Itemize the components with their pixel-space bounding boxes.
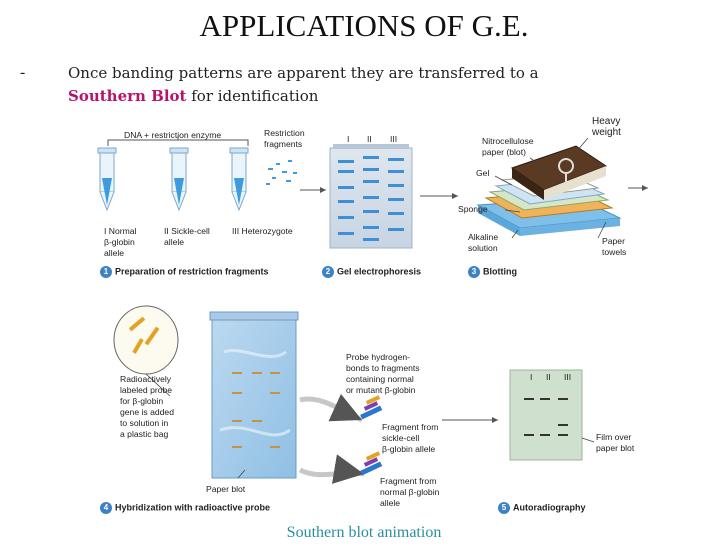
heavy-weight-line1: Heavy <box>592 116 621 127</box>
probe-desc-line1: Radioactively <box>120 374 172 384</box>
probe-bonds-label: Probe hydrogen- bonds to fragments conta… <box>346 352 420 396</box>
lane-numeral-3: III <box>390 134 398 144</box>
lane-numeral-1: I <box>347 134 350 144</box>
nitrocellulose-label: Nitrocellulose paper (blot) <box>482 136 534 158</box>
alkaline-line2: solution <box>468 243 498 253</box>
film-lane-numeral-3: III <box>564 372 572 382</box>
tube-normal <box>97 147 117 212</box>
film-label: Film over paper blot <box>596 432 634 454</box>
film-bands <box>524 398 568 436</box>
paper-towels-line2: towels <box>602 247 627 257</box>
dna-enzyme-label: DNA + restriction enzyme <box>124 130 222 140</box>
normal-fragment-label: Fragment from normal β-globin allele <box>380 476 439 509</box>
tube-normal-line2: β-globin <box>104 237 135 247</box>
probe-description-label: Radioactively labeled probe for β-globin… <box>120 374 174 440</box>
bullet-text-line1: Once banding patterns are apparent they … <box>68 64 539 82</box>
heavy-weight-line2: weight <box>592 127 621 138</box>
arrow-bag-to-sickle <box>299 393 364 423</box>
probe-dish <box>113 305 179 375</box>
nitrocellulose-line2: paper (blot) <box>482 147 526 157</box>
probe-desc-line5: to solution in <box>120 418 169 428</box>
step-2-label: Gel electrophoresis <box>337 266 422 277</box>
tube-bracket <box>107 136 249 146</box>
gel-label: Gel <box>476 168 490 178</box>
restriction-fragments-line1: Restriction <box>264 128 305 138</box>
step-5-label: Autoradiography <box>513 502 586 513</box>
gel-bands <box>338 156 404 241</box>
step-2-number: 2 <box>322 266 334 278</box>
step-1-label: Preparation of restriction fragments <box>115 266 269 277</box>
normal-fragment-line3: allele <box>380 498 401 508</box>
heavy-weight-label: Heavy weight <box>592 116 621 138</box>
tube-label-normal: I Normal β-globin allele <box>104 226 136 259</box>
probe-bonds-line4: or mutant β-globin <box>346 385 416 395</box>
nitrocellulose-line1: Nitrocellulose <box>482 136 534 146</box>
southern-blot-animation-link[interactable]: Southern blot animation <box>286 524 442 541</box>
paper-blot-label: Paper blot <box>206 484 246 494</box>
tube-label-sickle: II Sickle-cell allele <box>164 226 210 248</box>
alkaline-line1: Alkaline <box>468 232 499 242</box>
probe-pointer <box>145 373 171 397</box>
tube-sickle-line2: allele <box>164 237 185 247</box>
film-line1: Film over <box>596 432 632 442</box>
tube-heterozygote <box>229 147 249 212</box>
film-line2: paper blot <box>596 443 635 453</box>
blotting-apparatus <box>476 145 622 236</box>
restriction-fragments-label: Restriction fragments <box>264 128 305 150</box>
step-5-number: 5 <box>498 502 510 514</box>
probe-desc-line3: for β-globin <box>120 396 164 406</box>
probe-bonds-line3: containing normal <box>346 374 414 384</box>
probe-bonds-line2: bonds to fragments <box>346 363 420 373</box>
normal-fragment-binding <box>360 451 383 476</box>
sickle-fragment-line3: β-globin allele <box>382 444 436 454</box>
normal-fragment-line1: Fragment from <box>380 476 437 486</box>
bullet-marker: - <box>20 64 26 81</box>
sickle-fragment-binding <box>360 395 383 420</box>
film-lane-numeral-2: II <box>546 372 551 382</box>
slide-title: APPLICATIONS OF G.E. <box>199 8 529 43</box>
alkaline-solution-label: Alkaline solution <box>468 232 498 254</box>
film-pointer <box>581 437 595 443</box>
southern-blot-highlight: Southern Blot <box>68 87 187 105</box>
bullet-text-rest: for identification <box>186 87 319 105</box>
step-4-label: Hybridization with radioactive probe <box>115 502 271 513</box>
tube-sickle <box>169 147 189 212</box>
probe-desc-line2: labeled probe <box>120 385 173 395</box>
bullet-text-line2: Southern Blot for identification <box>68 87 318 105</box>
arrow-bag-to-normal <box>298 454 365 484</box>
probe-desc-line4: gene is added <box>120 407 174 417</box>
tube-normal-line3: allele <box>104 248 125 258</box>
step-1-number: 1 <box>100 266 112 278</box>
plastic-bag <box>209 311 299 479</box>
tube-normal-line1: I Normal <box>104 226 137 236</box>
restriction-fragments-line2: fragments <box>264 139 303 149</box>
probe-desc-line6: a plastic bag <box>120 429 169 439</box>
sickle-fragment-line1: Fragment from <box>382 422 439 432</box>
probe-bonds-line1: Probe hydrogen- <box>346 352 411 362</box>
autoradiography-film <box>509 369 583 461</box>
sponge-label: Sponge <box>458 204 488 214</box>
paper-towels-line1: Paper <box>602 236 625 246</box>
blot-pointer-lines <box>494 137 607 239</box>
step-3-label: Blotting <box>483 266 517 277</box>
tube-sickle-line1: II Sickle-cell <box>164 226 210 236</box>
restriction-fragment-dots <box>266 160 297 185</box>
paper-blot-pointer <box>237 469 246 479</box>
paper-towels-label: Paper towels <box>602 236 626 258</box>
bag-bands <box>232 372 280 448</box>
lane-numeral-2: II <box>367 134 372 144</box>
step-4-number: 4 <box>100 502 112 514</box>
step-3-number: 3 <box>468 266 480 278</box>
film-lane-numeral-1: I <box>530 372 533 382</box>
sickle-fragment-label: Fragment from sickle-cell β-globin allel… <box>382 422 438 455</box>
normal-fragment-line2: normal β-globin <box>380 487 440 497</box>
sickle-fragment-line2: sickle-cell <box>382 433 420 443</box>
tube-label-heterozygote: III Heterozygote <box>232 226 293 236</box>
